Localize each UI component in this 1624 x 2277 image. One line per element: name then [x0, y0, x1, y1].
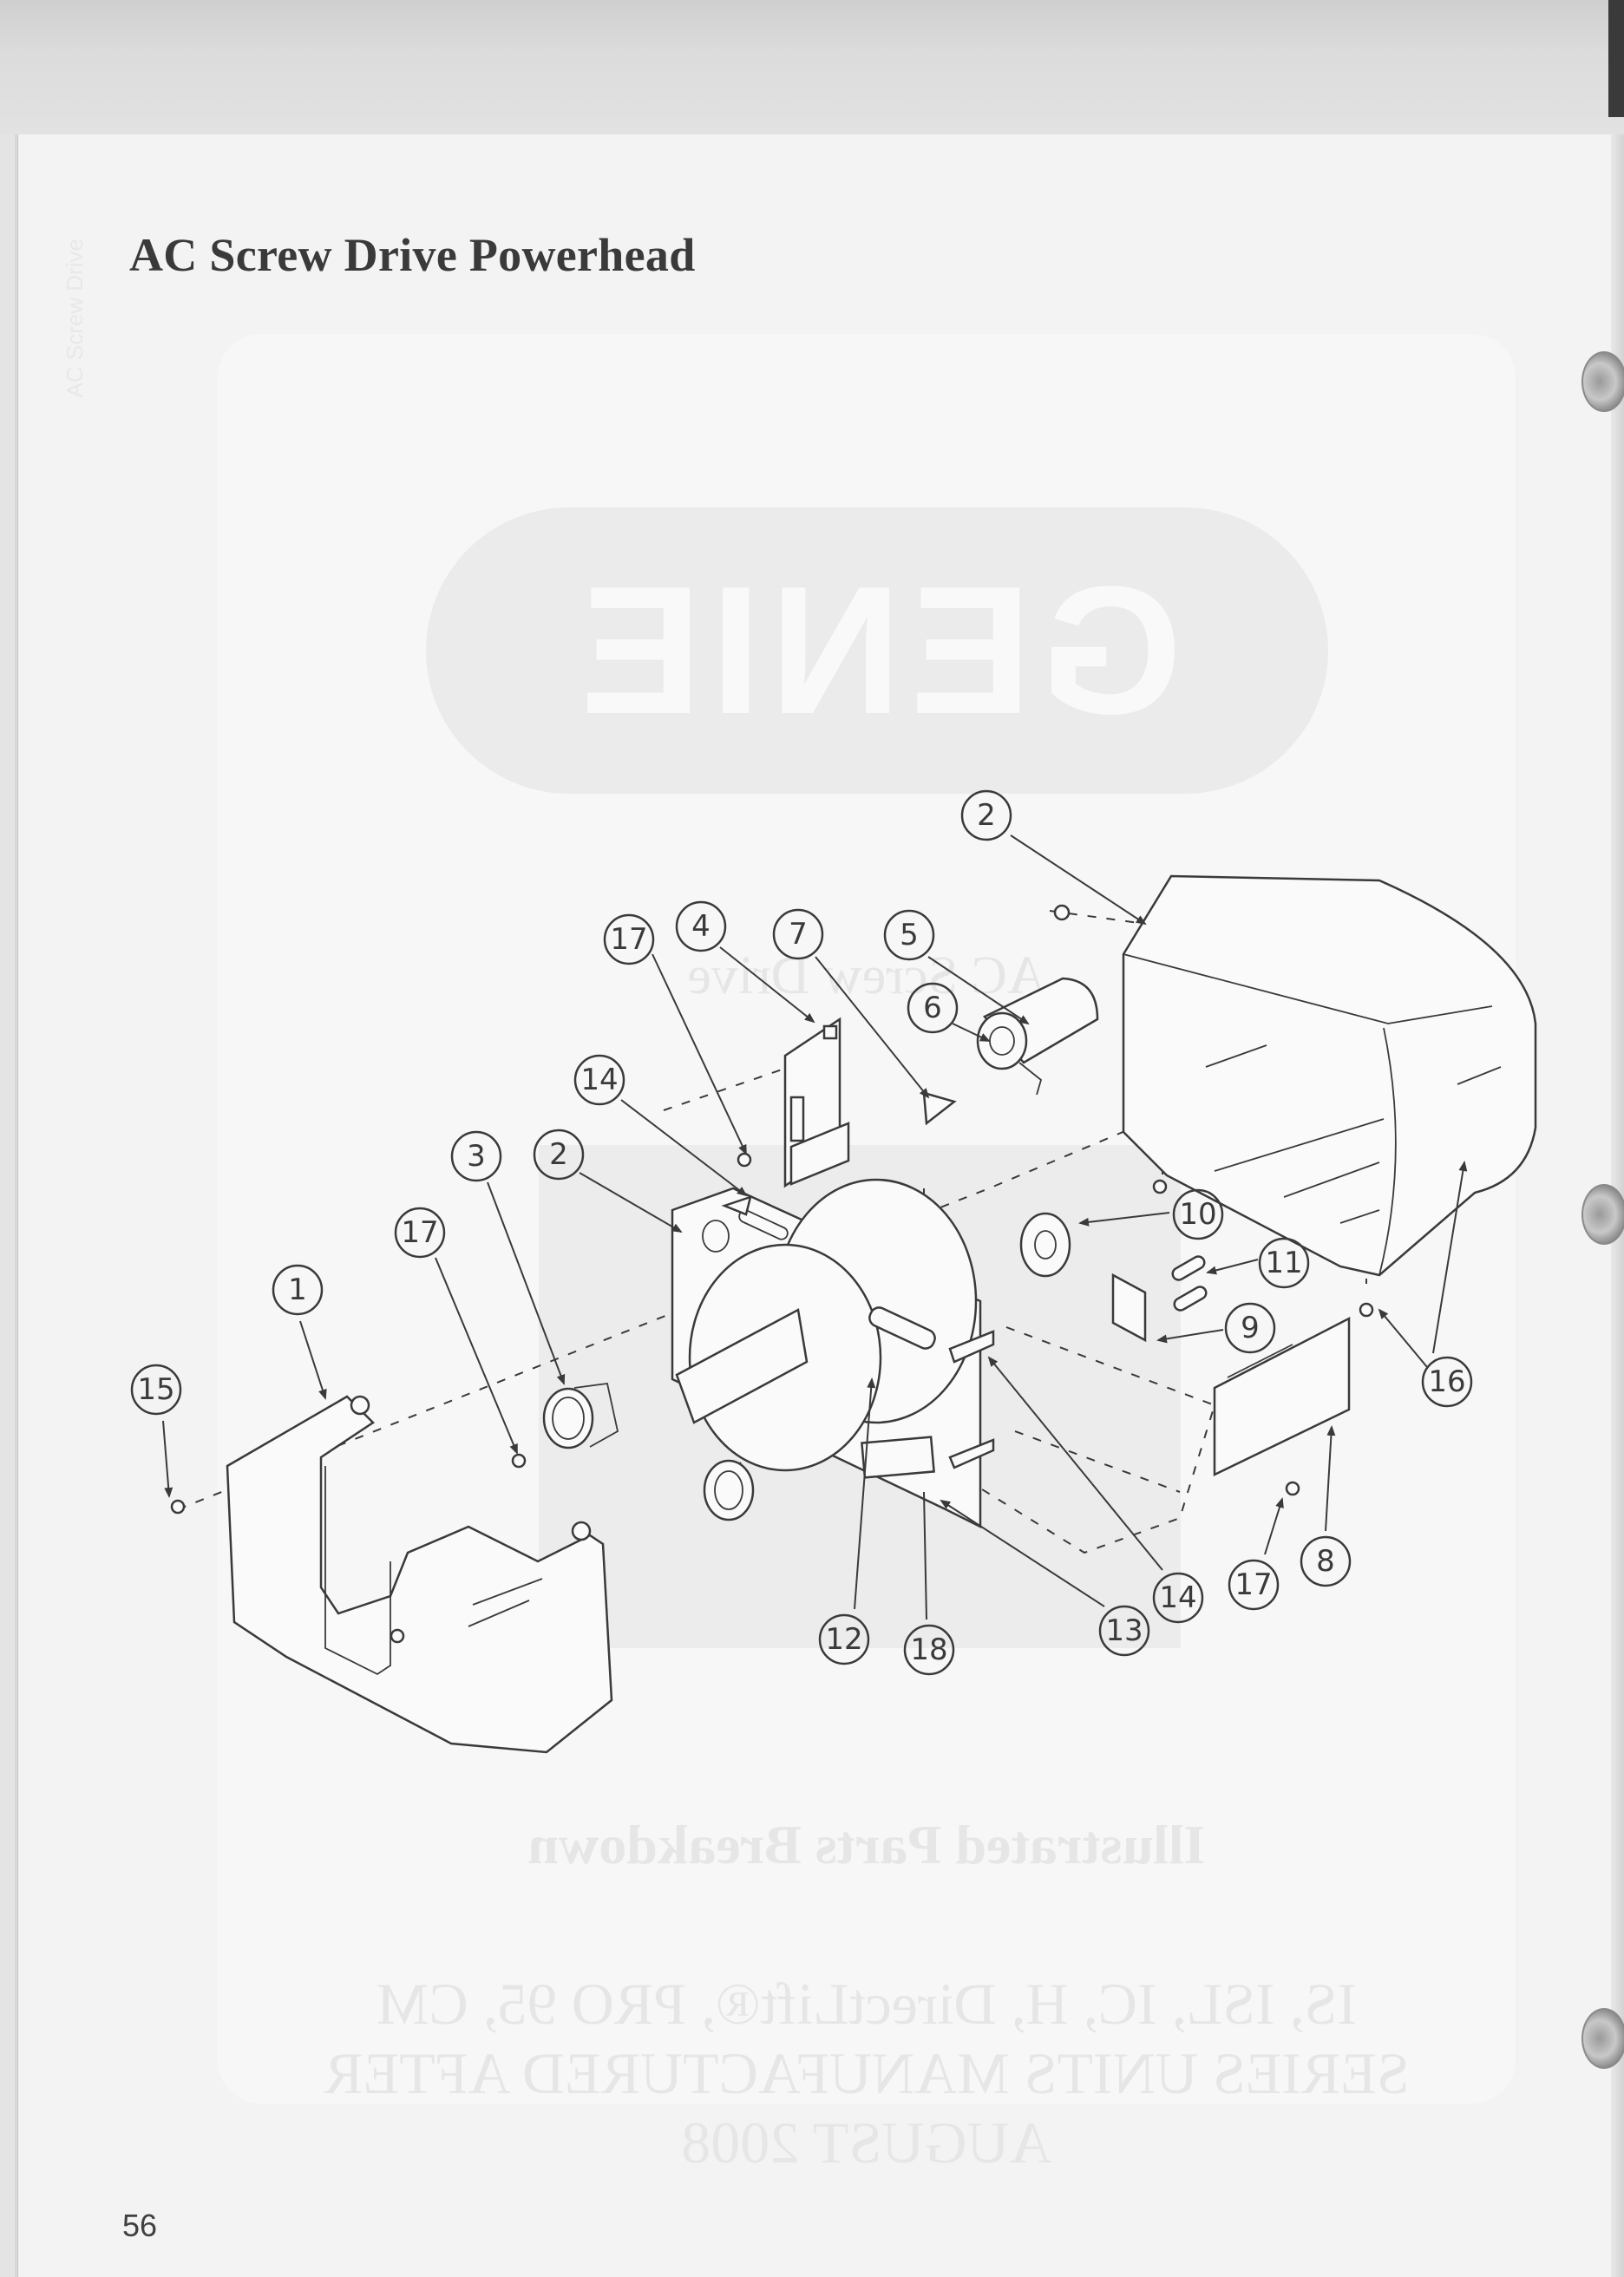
binder-hole-bottom	[1581, 2008, 1624, 2069]
callout-17-board-screw: 17	[1228, 1559, 1280, 1611]
watermark-logo: GENIE	[426, 507, 1328, 794]
part-logic-board	[783, 1017, 850, 1188]
part-capacitor	[976, 977, 1099, 1096]
svg-text:4: 4	[691, 909, 710, 944]
scan-top-strip	[0, 0, 1624, 134]
callout-14-upper: 14	[573, 1054, 625, 1106]
callout-2-housing: 2	[960, 789, 1012, 841]
svg-text:16: 16	[1428, 1364, 1465, 1399]
callout-12: 12	[818, 1613, 870, 1665]
callout-3: 3	[450, 1130, 502, 1182]
svg-text:18: 18	[910, 1633, 947, 1667]
svg-text:14: 14	[580, 1063, 618, 1097]
page-number: 56	[122, 2208, 158, 2243]
callout-11: 11	[1258, 1237, 1310, 1289]
callout-18: 18	[903, 1624, 955, 1676]
svg-text:8: 8	[1316, 1544, 1335, 1579]
svg-text:11: 11	[1265, 1246, 1302, 1280]
svg-text:10: 10	[1179, 1197, 1216, 1232]
svg-text:2: 2	[549, 1137, 568, 1172]
leader-lines	[162, 834, 1468, 1620]
part-control-board	[1213, 1316, 1351, 1476]
svg-text:5: 5	[900, 918, 919, 952]
svg-text:3: 3	[467, 1139, 486, 1174]
svg-text:17: 17	[1234, 1567, 1272, 1602]
svg-text:13: 13	[1105, 1613, 1143, 1648]
callout-17-logic-screw: 17	[603, 913, 655, 965]
part-chassis	[671, 1178, 995, 1529]
callout-8: 8	[1300, 1535, 1352, 1587]
part-triangle-bracket	[922, 1091, 957, 1126]
callout-10: 10	[1172, 1188, 1224, 1240]
callout-2-chassis: 2	[533, 1129, 585, 1181]
svg-text:9: 9	[1241, 1311, 1260, 1345]
callout-9: 9	[1224, 1302, 1276, 1354]
part-limit-switch	[1111, 1255, 1208, 1343]
svg-text:14: 14	[1159, 1580, 1196, 1615]
part-chassis-housing	[1122, 874, 1537, 1277]
callout-14-lower: 14	[1152, 1572, 1204, 1624]
callout-labels: 2 17 4 7 5 6 14 3 2 17 1 15 10 11 9 16 8…	[130, 789, 1473, 1676]
part-bearing	[542, 1382, 619, 1449]
callout-17-bearing-screw: 17	[394, 1207, 446, 1259]
binder-hole-top	[1581, 351, 1624, 412]
svg-text:1: 1	[288, 1273, 307, 1307]
svg-text:12: 12	[825, 1622, 862, 1657]
callout-6: 6	[907, 982, 959, 1034]
binder-hole-middle	[1581, 1184, 1624, 1245]
callout-5: 5	[883, 909, 935, 961]
callout-13: 13	[1098, 1605, 1150, 1657]
svg-text:2: 2	[977, 798, 996, 833]
part-lower-bearing	[703, 1459, 755, 1521]
part-front-cover	[226, 1395, 613, 1754]
page-title: AC Screw Drive Powerhead	[129, 229, 696, 281]
svg-text:7: 7	[789, 917, 808, 952]
callout-7: 7	[772, 908, 824, 960]
binder-tab	[1608, 0, 1624, 117]
callout-15: 15	[130, 1364, 182, 1416]
svg-text:17: 17	[610, 922, 647, 957]
svg-text:15: 15	[137, 1372, 174, 1407]
svg-text:6: 6	[923, 991, 942, 1025]
svg-text:17: 17	[401, 1215, 438, 1250]
callout-4: 4	[675, 900, 727, 952]
callout-1: 1	[272, 1264, 324, 1316]
callout-16: 16	[1421, 1356, 1473, 1408]
part-gear	[1019, 1212, 1071, 1278]
